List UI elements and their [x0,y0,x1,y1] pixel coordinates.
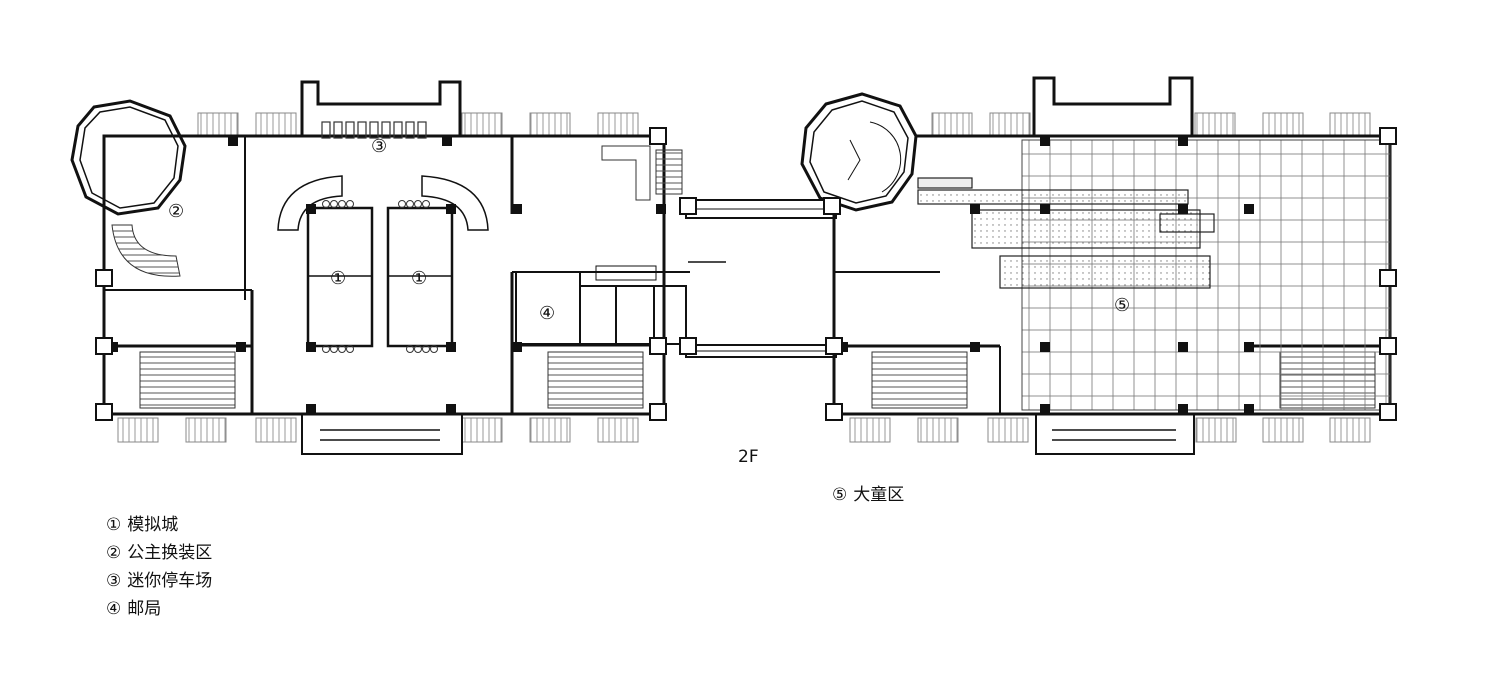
bridges [685,199,837,358]
play-platforms [917,177,1215,289]
legend-label: 大童区 [853,485,905,505]
seating-dots [322,200,438,353]
legend-num: ③ [106,571,122,591]
perimeter-pilasters [95,127,1397,421]
zone-marker-1b: ① [411,268,428,289]
legend-num: ② [106,543,122,563]
post-office-and-toilets [515,265,687,345]
right-building [800,76,1392,455]
legend-num: ⑤ [832,485,848,505]
legend-num: ① [106,515,122,535]
zone-marker-1a: ① [330,268,347,289]
top-louvers [197,112,1371,138]
structural-columns [108,136,1254,414]
zone-marker-5: ⑤ [1114,295,1131,316]
simulation-city-rooms [277,175,489,348]
legend-label: 模拟城 [127,515,179,535]
zone-marker-4: ④ [539,303,556,324]
zone-marker-3: ③ [371,136,388,157]
mini-parking-stalls [321,121,427,139]
legend-label: 公主换装区 [127,543,213,563]
floor-label: 2F [738,447,759,467]
zone-marker-2: ② [168,201,185,222]
legend-label: 邮局 [127,599,162,619]
bottom-louvers [117,417,1371,443]
legend-label: 迷你停车场 [127,571,213,591]
legend-num: ④ [106,599,122,619]
